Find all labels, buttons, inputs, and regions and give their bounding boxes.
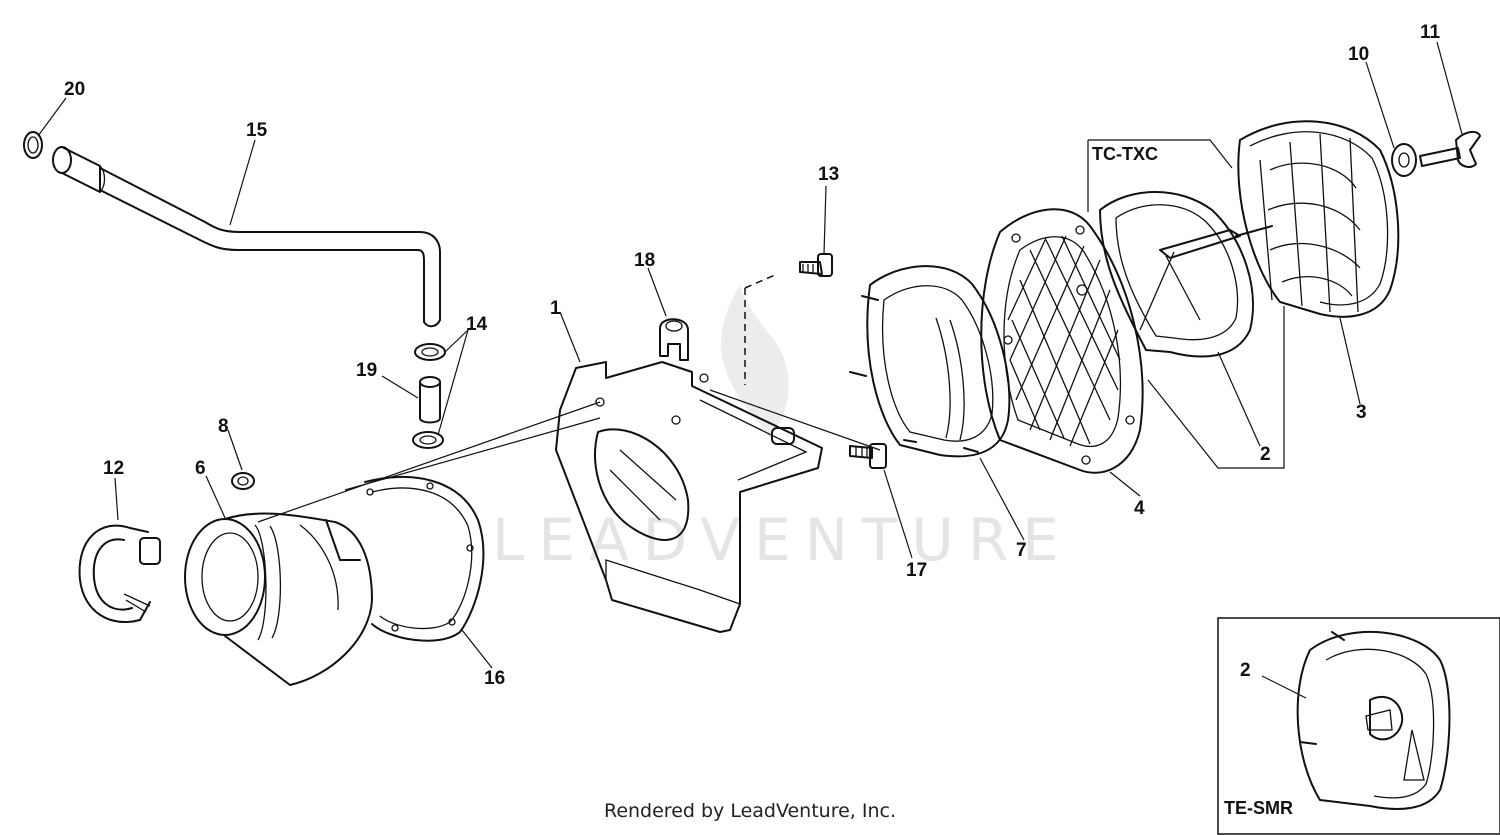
variant-label-inset: TE-SMR (1224, 798, 1293, 818)
callout-2: 2 (1260, 444, 1271, 465)
watermark: LEADVENTURE (492, 285, 1073, 574)
callout-10: 10 (1348, 44, 1369, 65)
part-4-filter-screen (980, 208, 1144, 474)
callout-17: 17 (906, 560, 927, 581)
part-17-screw (849, 443, 887, 469)
inset-callout-2: 2 (1240, 660, 1251, 681)
callout-18: 18 (634, 250, 655, 271)
part-1-backplate (555, 361, 823, 633)
callout-4: 4 (1134, 498, 1145, 519)
callout-8: 8 (218, 416, 229, 437)
callout-12: 12 (103, 458, 124, 479)
part-2-cover-frame (1099, 191, 1254, 358)
callout-15: 15 (246, 120, 268, 141)
callout-11: 11 (1420, 22, 1441, 43)
inset-te-smr: 2 TE-SMR (1217, 617, 1500, 835)
part-14-19-hose-clamps (412, 343, 446, 449)
leader-lines (37, 41, 1463, 669)
flame-logo-icon (721, 285, 789, 440)
callout-13: 13 (818, 164, 839, 185)
part-13-screw (799, 253, 833, 277)
footer-credit: Rendered by LeadVenture, Inc. (603, 800, 897, 822)
part-20-clamp (23, 131, 43, 159)
callout-7: 7 (1016, 540, 1027, 561)
callout-3: 3 (1356, 402, 1367, 423)
watermark-text: LEADVENTURE (492, 506, 1073, 574)
variant-label-main: TC-TXC (1092, 144, 1158, 164)
callout-16: 16 (484, 668, 505, 689)
part-15-breather-tube (52, 146, 441, 328)
part-3-foam-cover (1235, 120, 1400, 318)
part-10-washer (1391, 143, 1417, 177)
inset-border (1217, 617, 1500, 835)
callout-labels: 20 15 14 19 1 18 13 12 6 8 16 17 7 4 2 3… (64, 22, 1441, 689)
callout-20: 20 (64, 79, 85, 100)
part-8-nut (231, 472, 255, 490)
callout-14: 14 (466, 314, 488, 335)
part-12-hose-clamp (78, 524, 161, 623)
part-6-elbow-adapter (184, 512, 373, 686)
part-7-base-plate (849, 265, 1011, 458)
callout-19: 19 (356, 360, 377, 381)
part-11-wing-bolt (1419, 130, 1481, 168)
part-18-clip (659, 318, 689, 361)
part-16-gasket (364, 475, 485, 642)
callout-1: 1 (550, 298, 561, 319)
callout-6: 6 (195, 458, 206, 479)
assembly-brackets (1087, 139, 1285, 469)
